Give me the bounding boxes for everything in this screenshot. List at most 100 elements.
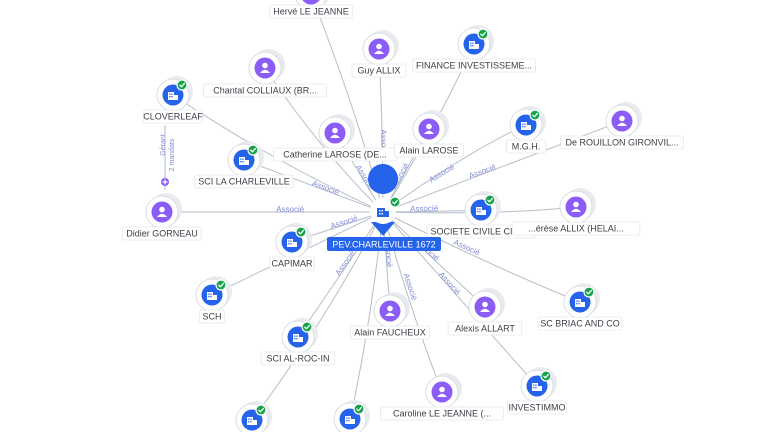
side-edge-layer: Gérant 2 mandats	[160, 125, 176, 190]
node-label: Alexis ALLART	[455, 324, 515, 334]
edge-label: Associé	[311, 179, 341, 197]
person-icon	[437, 386, 447, 397]
node-cloverleaf[interactable]: CLOVERLEAF	[143, 76, 203, 124]
building-icon	[476, 207, 486, 215]
node-investimmo[interactable]: INVESTIMMO	[507, 367, 567, 415]
verified-check-icon	[484, 194, 496, 206]
node-bottom2[interactable]	[333, 400, 370, 432]
node-label: SCI AL-ROC-IN	[266, 354, 329, 364]
edge-label: Associé	[329, 213, 359, 230]
node-sch[interactable]: SCH	[195, 276, 232, 324]
person-icon	[385, 305, 395, 316]
verified-check-icon	[301, 321, 313, 333]
person-icon	[571, 201, 581, 212]
node-herve[interactable]: Hervé LE JEANNE	[268, 0, 354, 19]
node-label: Didier GORNEAU	[126, 229, 198, 239]
center-label: PEV.CHARLEVILLE 1672	[332, 240, 435, 250]
edge-line	[382, 211, 443, 393]
person-icon	[374, 43, 384, 54]
node-label: M.G.H.	[512, 142, 541, 152]
node-label: Caroline LE JEANNE (...	[393, 409, 491, 419]
node-label-bg	[412, 58, 536, 73]
node-label: CLOVERLEAF	[143, 112, 203, 122]
node-label-bg	[268, 4, 354, 19]
building-icon	[239, 157, 249, 165]
person-icon	[157, 206, 167, 217]
verified-check-icon	[295, 226, 307, 238]
building-icon	[377, 208, 389, 217]
node-label-bg	[122, 226, 202, 241]
node-label-bg	[203, 83, 327, 98]
verified-check-icon	[540, 370, 552, 382]
center-label-bg	[327, 237, 441, 251]
node-chantal[interactable]: Chantal COLLIAUX (BR...	[203, 49, 327, 98]
edge-label: Associé	[276, 205, 305, 214]
node-alain[interactable]: Alain LAROSE	[394, 110, 464, 158]
verified-check-icon	[215, 279, 227, 291]
node-caroline[interactable]: Caroline LE JEANNE (...	[380, 373, 504, 421]
verified-check-icon	[353, 403, 365, 415]
node-label-bg	[511, 221, 641, 236]
building-icon	[521, 122, 531, 130]
node-label: De ROUILLON GIRONVIL...	[565, 138, 678, 148]
node-faucheux[interactable]: Alain FAUCHEUX	[350, 292, 430, 340]
building-icon	[287, 239, 297, 247]
edge-label: Associé	[468, 162, 498, 181]
verified-check-icon	[477, 28, 489, 40]
building-icon	[345, 416, 355, 424]
edge-didier: Associé	[162, 205, 383, 214]
node-mgh[interactable]: M.G.H.	[505, 106, 547, 154]
node-label-bg	[260, 351, 336, 366]
center-node[interactable]: PEV.CHARLEVILLE 1672	[327, 164, 441, 251]
node-label-bg	[505, 139, 547, 154]
node-guy[interactable]: Guy ALLIX	[351, 30, 407, 78]
node-label: ...érèse ALLIX (HELAI...	[528, 224, 624, 234]
node-label: Guy ALLIX	[357, 66, 400, 76]
center-pin-icon	[368, 164, 399, 236]
node-label: Alain LAROSE	[399, 146, 458, 156]
person-icon	[260, 62, 270, 73]
node-disc	[302, 0, 320, 5]
node-allart[interactable]: Alexis ALLART	[447, 288, 523, 336]
node-label-bg	[560, 135, 684, 150]
node-finance[interactable]: FINANCE INVESTISSEME...	[412, 25, 536, 73]
verified-check-icon	[529, 109, 541, 121]
node-label: Chantal COLLIAUX (BR...	[213, 86, 317, 96]
edge-label: Associé	[427, 162, 456, 185]
node-capimar[interactable]: CAPIMAR	[269, 223, 315, 271]
node-scbriac[interactable]: SC BRIAC AND CO	[537, 283, 623, 331]
node-didier[interactable]: Didier GORNEAU	[122, 193, 202, 241]
node-label-bg	[380, 406, 504, 421]
edge-label: Associé	[379, 129, 389, 158]
center-verified-badge	[389, 196, 401, 208]
node-therese[interactable]: ...érèse ALLIX (HELAI...	[511, 188, 641, 236]
node-label: Alain FAUCHEUX	[354, 328, 426, 338]
edge-label: Associé	[383, 239, 394, 268]
side-edge-label: Gérant	[160, 134, 167, 155]
edge-scialrocin: Associé	[297, 211, 384, 338]
expand-plus-icon[interactable]	[161, 178, 169, 186]
edge-line	[382, 211, 486, 308]
edge-line	[382, 211, 538, 387]
building-icon	[532, 383, 542, 391]
node-label: Hervé LE JEANNE	[273, 7, 349, 17]
node-bottom1[interactable]	[235, 401, 272, 432]
node-label: SC BRIAC AND CO	[540, 319, 620, 329]
node-label: Catherine LAROSE (DE...	[283, 150, 387, 160]
node-scialrocin[interactable]: SCI AL-ROC-IN	[260, 318, 336, 366]
node-catherine[interactable]: Catherine LAROSE (DE...	[273, 114, 397, 162]
node-label-bg	[394, 143, 464, 158]
verified-check-icon	[176, 79, 188, 91]
building-icon	[575, 299, 585, 307]
node-label-bg	[507, 400, 567, 415]
building-icon	[207, 292, 217, 300]
node-scilacharleville[interactable]: SCI LA CHARLEVILLE	[194, 141, 294, 189]
edge-line	[382, 211, 581, 303]
person-icon	[617, 115, 627, 126]
node-label: SCH	[202, 312, 221, 322]
node-derouillon[interactable]: De ROUILLON GIRONVIL...	[560, 102, 684, 150]
verified-check-icon	[247, 144, 259, 156]
node-societe[interactable]: SOCIETE CIVILE CICAD	[426, 191, 536, 239]
person-icon	[480, 301, 490, 312]
